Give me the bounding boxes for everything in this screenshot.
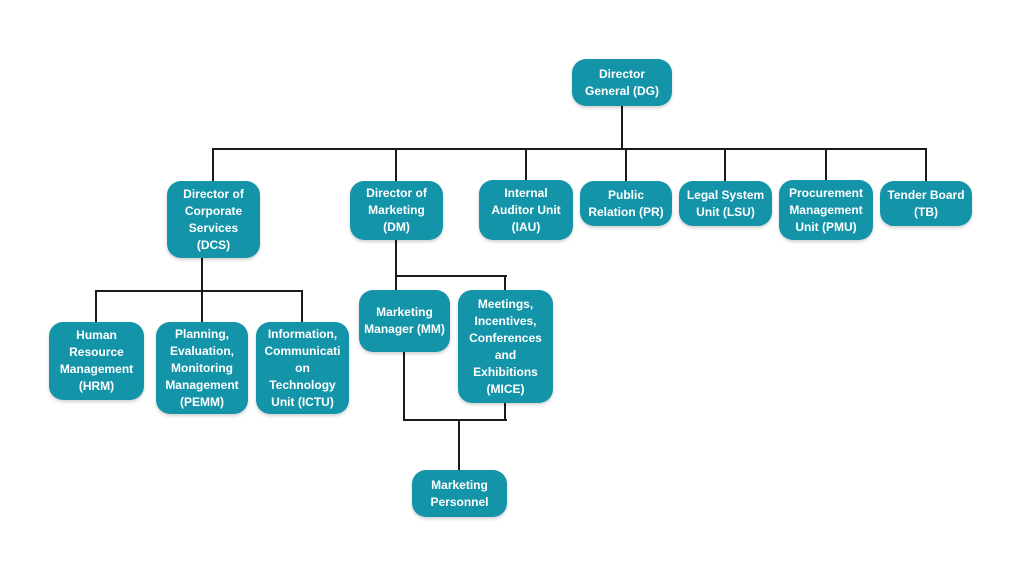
node-legal-system-unit: Legal System Unit (LSU) xyxy=(679,181,772,226)
connector-level2-bus xyxy=(212,148,927,150)
connector-drop-mm xyxy=(395,275,397,290)
node-marketing-manager: Marketing Manager (MM) xyxy=(359,290,450,352)
node-internal-auditor-unit: Internal Auditor Unit (IAU) xyxy=(479,180,573,240)
connector-mm-down xyxy=(403,352,405,421)
connector-drop-tb xyxy=(925,148,927,182)
node-tender-board: Tender Board (TB) xyxy=(880,181,972,226)
connector-drop-ictu xyxy=(301,290,303,322)
connector-drop-mice xyxy=(504,275,506,290)
connector-mice-down xyxy=(504,403,506,421)
connector-drop-dcs xyxy=(212,148,214,182)
node-director-marketing: Director of Marketing (DM) xyxy=(350,181,443,240)
node-planning-evaluation-monitoring-management: Planning, Evaluation, Monitoring Managem… xyxy=(156,322,248,414)
connector-drop-marketing-personnel xyxy=(458,419,460,470)
connector-drop-dm xyxy=(395,148,397,182)
connector-dcs-bus xyxy=(95,290,303,292)
connector-drop-iau xyxy=(525,148,527,182)
connector-dm-stem xyxy=(395,240,397,277)
node-human-resource-management: Human Resource Management (HRM) xyxy=(49,322,144,400)
node-information-communication-technology-unit: Information, Communication Technology Un… xyxy=(256,322,349,414)
node-meetings-incentives-conferences-exhibitions: Meetings, Incentives, Conferences and Ex… xyxy=(458,290,553,403)
node-marketing-personnel: Marketing Personnel xyxy=(412,470,507,517)
connector-dg-stem xyxy=(621,106,623,150)
connector-drop-pr xyxy=(625,148,627,182)
node-director-general: Director General (DG) xyxy=(572,59,672,106)
node-procurement-management-unit: Procurement Management Unit (PMU) xyxy=(779,180,873,240)
connector-drop-pmu xyxy=(825,148,827,182)
connector-drop-lsu xyxy=(724,148,726,182)
connector-drop-hrm xyxy=(95,290,97,322)
connector-bottom-bus xyxy=(403,419,507,421)
node-director-corporate-services: Director of Corporate Services (DCS) xyxy=(167,181,260,258)
node-public-relation: Public Relation (PR) xyxy=(580,181,672,226)
connector-dm-bus xyxy=(395,275,507,277)
